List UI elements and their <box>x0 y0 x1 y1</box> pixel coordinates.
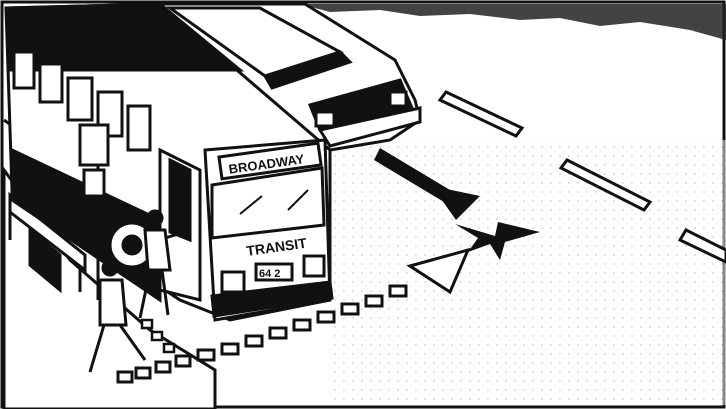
road-texture <box>330 140 726 405</box>
pedestrian-torso <box>100 280 126 325</box>
car-headlight-right <box>390 92 406 106</box>
lane-dash <box>440 92 522 136</box>
bus-window <box>128 106 150 150</box>
path-dash <box>176 356 190 366</box>
path-dash <box>270 328 286 338</box>
person-head <box>148 211 162 225</box>
path-dash <box>366 296 382 306</box>
bus-door-window <box>170 160 190 240</box>
bus-window <box>68 78 92 120</box>
person-torso <box>145 230 170 270</box>
ink-smudge <box>300 4 726 40</box>
path-dash <box>246 336 262 346</box>
path-dash <box>118 372 132 382</box>
path-dash <box>318 312 334 322</box>
path-dash <box>222 344 238 354</box>
bus-headlight-left <box>222 272 244 292</box>
sign-plate-lower <box>84 170 104 196</box>
pedestrian-head <box>103 261 117 275</box>
path-dash <box>136 368 150 378</box>
path-dash <box>342 304 358 314</box>
path-dash <box>390 286 406 296</box>
sign-plate <box>80 125 108 165</box>
bus-headlight-right <box>304 256 324 276</box>
path-dash <box>142 320 152 328</box>
car-headlight-left <box>316 112 334 126</box>
path-dash <box>156 362 170 372</box>
path-dash <box>152 332 162 340</box>
bus-hub <box>123 236 141 254</box>
path-dash <box>198 350 214 360</box>
bus-window <box>14 52 34 88</box>
path-dash <box>294 320 310 330</box>
bus-window <box>40 64 62 102</box>
route-plate-text: 64 2 <box>259 268 280 280</box>
path-dash <box>164 344 174 352</box>
